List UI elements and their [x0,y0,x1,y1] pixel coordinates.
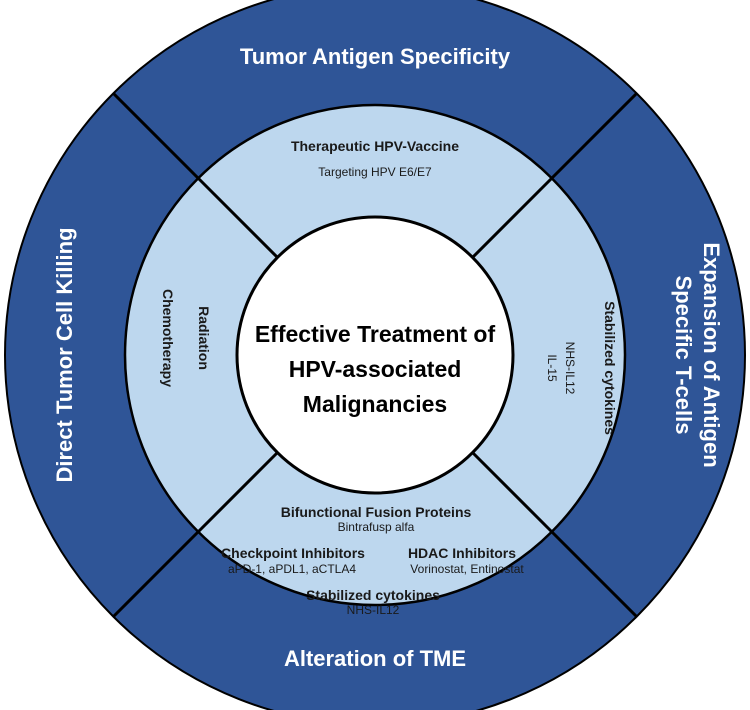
outer-label-right-line2: Specific T-cells [671,276,696,435]
hdac-title: HDAC Inhibitors [408,545,516,561]
bottom-cytokines-item: NHS-IL12 [347,603,400,617]
inner-section-left: Chemotherapy Radiation [160,289,212,387]
outer-label-right-line1: Expansion of Antigen [699,242,724,467]
inner-dividers [196,176,554,534]
inner-section-right: Stabilized cytokines NHS-IL12 IL-15 [545,301,618,435]
divider-ne [535,91,639,195]
outer-label-bottom: Alteration of TME [284,646,466,671]
outer-label-right: Expansion of Antigen Specific T-cells [671,242,724,467]
center-title-line1: Effective Treatment of [255,321,496,347]
inner-divider-ne [470,176,554,260]
center-circle [235,215,515,495]
vaccine-title: Therapeutic HPV-Vaccine [291,138,459,154]
divider-se [535,515,639,619]
inner-divider-sw [196,450,280,534]
center-title-line2: HPV-associated [289,356,462,382]
bifunctional-title: Bifunctional Fusion Proteins [281,504,472,520]
checkpoint-title: Checkpoint Inhibitors [221,545,365,561]
center-title: Effective Treatment of HPV-associated Ma… [255,321,496,417]
outer-dividers [111,91,639,619]
outer-label-top: Tumor Antigen Specificity [240,44,511,69]
right-nhs-il12: NHS-IL12 [563,342,577,395]
inner-divider-se [470,450,554,534]
center-title-line3: Malignancies [303,391,447,417]
inner-section-bottom: Bifunctional Fusion Proteins Bintrafusp … [221,504,524,617]
bifunctional-item: Bintrafusp alfa [338,520,415,534]
radiation-label: Radiation [196,306,212,370]
checkpoint-item: aPD-1, aPDL1, aCTLA4 [228,562,356,576]
right-cytokines-title: Stabilized cytokines [602,301,618,435]
right-il15: IL-15 [545,354,559,382]
divider-nw [111,91,215,195]
hdac-item: Vorinostat, Entinostat [410,562,524,576]
inner-divider-nw [196,176,280,260]
bottom-cytokines-title: Stabilized cytokines [306,587,440,603]
outer-label-left: Direct Tumor Cell Killing [52,227,77,482]
divider-sw [111,515,215,619]
chemotherapy-label: Chemotherapy [160,289,176,387]
vaccine-subtitle: Targeting HPV E6/E7 [318,165,432,179]
inner-section-top: Therapeutic HPV-Vaccine Targeting HPV E6… [291,138,459,179]
